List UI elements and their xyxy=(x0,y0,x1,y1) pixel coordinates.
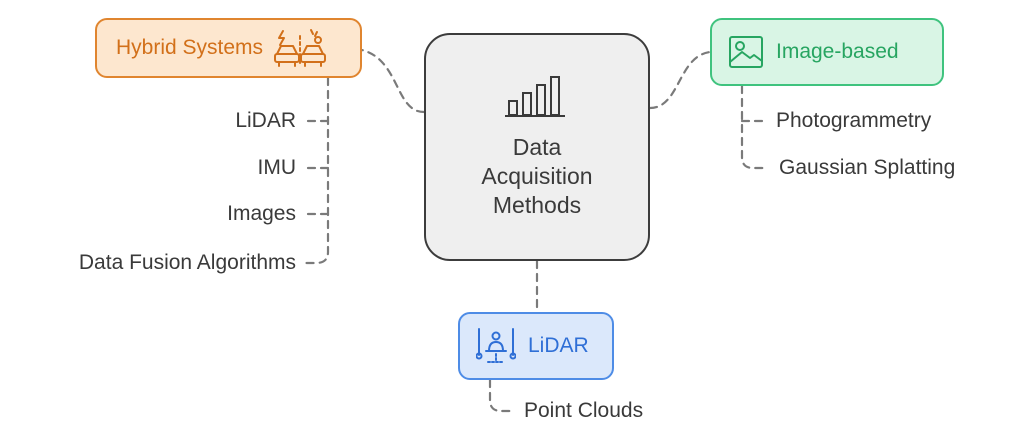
image-icon xyxy=(729,36,763,68)
hybrid-systems-label: Hybrid Systems xyxy=(116,36,264,59)
lidar-sensor-icon xyxy=(476,328,516,363)
image-item-gaussian-splatting: Gaussian Splatting xyxy=(779,156,956,179)
hybrid-systems-node[interactable]: Hybrid Systems xyxy=(95,18,362,78)
center-title-line: Acquisition xyxy=(481,162,593,189)
lidar-label: LiDAR xyxy=(528,334,589,357)
bar-chart-icon xyxy=(505,75,565,117)
connector-lidar-pointclouds xyxy=(488,378,516,413)
image-based-node[interactable]: Image-based xyxy=(710,18,944,86)
connector-center-hybrid xyxy=(360,48,426,114)
hybrid-item-lidar: LiDAR xyxy=(235,109,296,132)
connector-hybrid-trunk xyxy=(303,76,330,265)
center-title-line: Data xyxy=(512,133,562,160)
lidar-node[interactable]: LiDAR xyxy=(458,312,614,380)
hybrid-item-imu: IMU xyxy=(257,156,297,179)
hybrid-item-data-fusion: Data Fusion Algorithms xyxy=(78,251,296,274)
image-item-photogrammetry: Photogrammetry xyxy=(776,109,932,132)
lidar-item-point-clouds: Point Clouds xyxy=(524,399,644,422)
center-title-line: Methods xyxy=(492,191,582,218)
hybrid-item-images: Images xyxy=(227,202,296,225)
connector-center-image xyxy=(648,50,712,110)
connector-image-trunk xyxy=(740,84,769,170)
car-lightning-icon xyxy=(274,29,327,67)
image-based-label: Image-based xyxy=(776,40,899,63)
center-node: Data Acquisition Methods xyxy=(424,33,650,261)
